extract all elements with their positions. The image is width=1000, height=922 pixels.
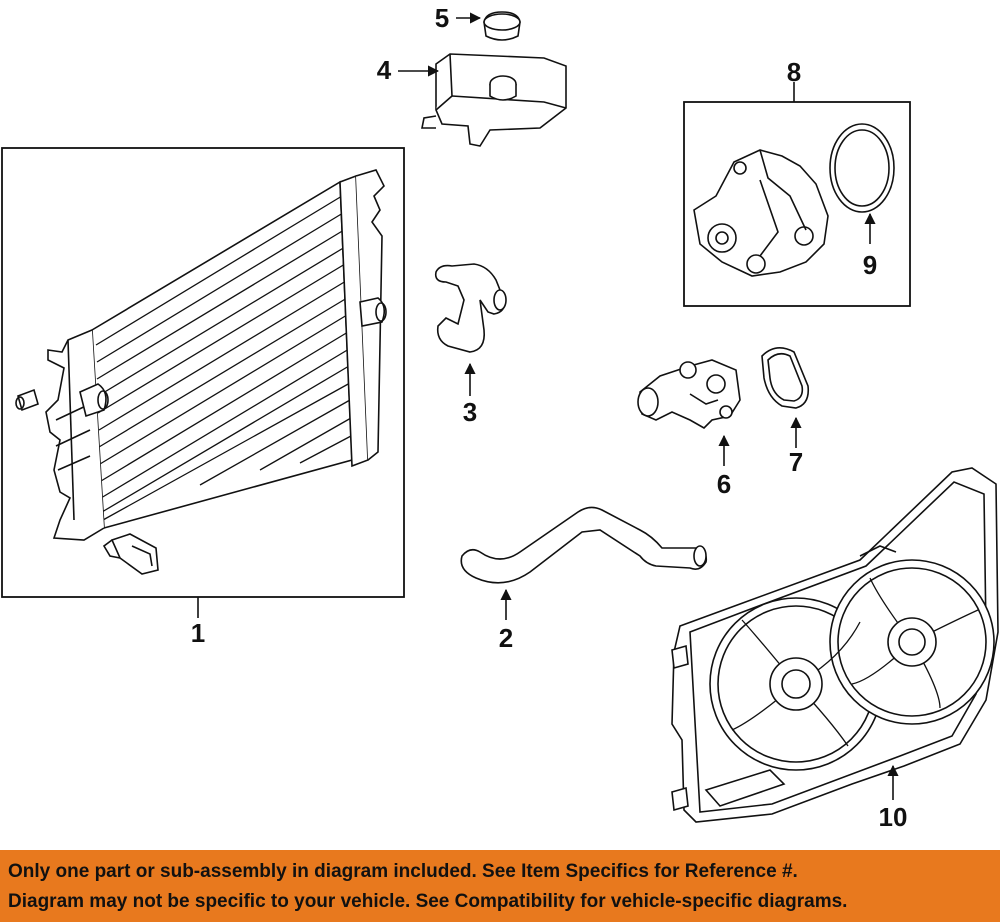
- cooling-system-diagram: [1, 11, 999, 823]
- thermostat-gasket: [761, 347, 810, 448]
- lower-hose: [460, 506, 708, 620]
- callout-9: 9: [862, 250, 878, 280]
- callout-2: 2: [498, 623, 514, 653]
- notice-line-1: Only one part or sub-assembly in diagram…: [8, 861, 798, 882]
- callout-5: 5: [434, 3, 450, 33]
- callout-1: 1: [190, 618, 206, 648]
- reservoir-cap: [456, 11, 521, 41]
- upper-hose: [434, 263, 507, 396]
- notice-line-2: Diagram may not be specific to your vehi…: [8, 891, 848, 912]
- radiator-assembly: [1, 147, 405, 618]
- callout-3: 3: [462, 397, 478, 427]
- callout-4: 4: [376, 55, 392, 85]
- callout-6: 6: [716, 469, 732, 499]
- callout-8: 8: [786, 57, 802, 87]
- water-pump-assembly: [683, 82, 911, 307]
- notice-banner: Only one part or sub-assembly in diagram…: [0, 850, 1000, 922]
- thermostat-housing: [637, 359, 741, 466]
- callout-7: 7: [788, 447, 804, 477]
- cooling-fan-assembly: [671, 467, 999, 823]
- coolant-reservoir: [398, 53, 567, 147]
- callout-10: 10: [878, 802, 908, 832]
